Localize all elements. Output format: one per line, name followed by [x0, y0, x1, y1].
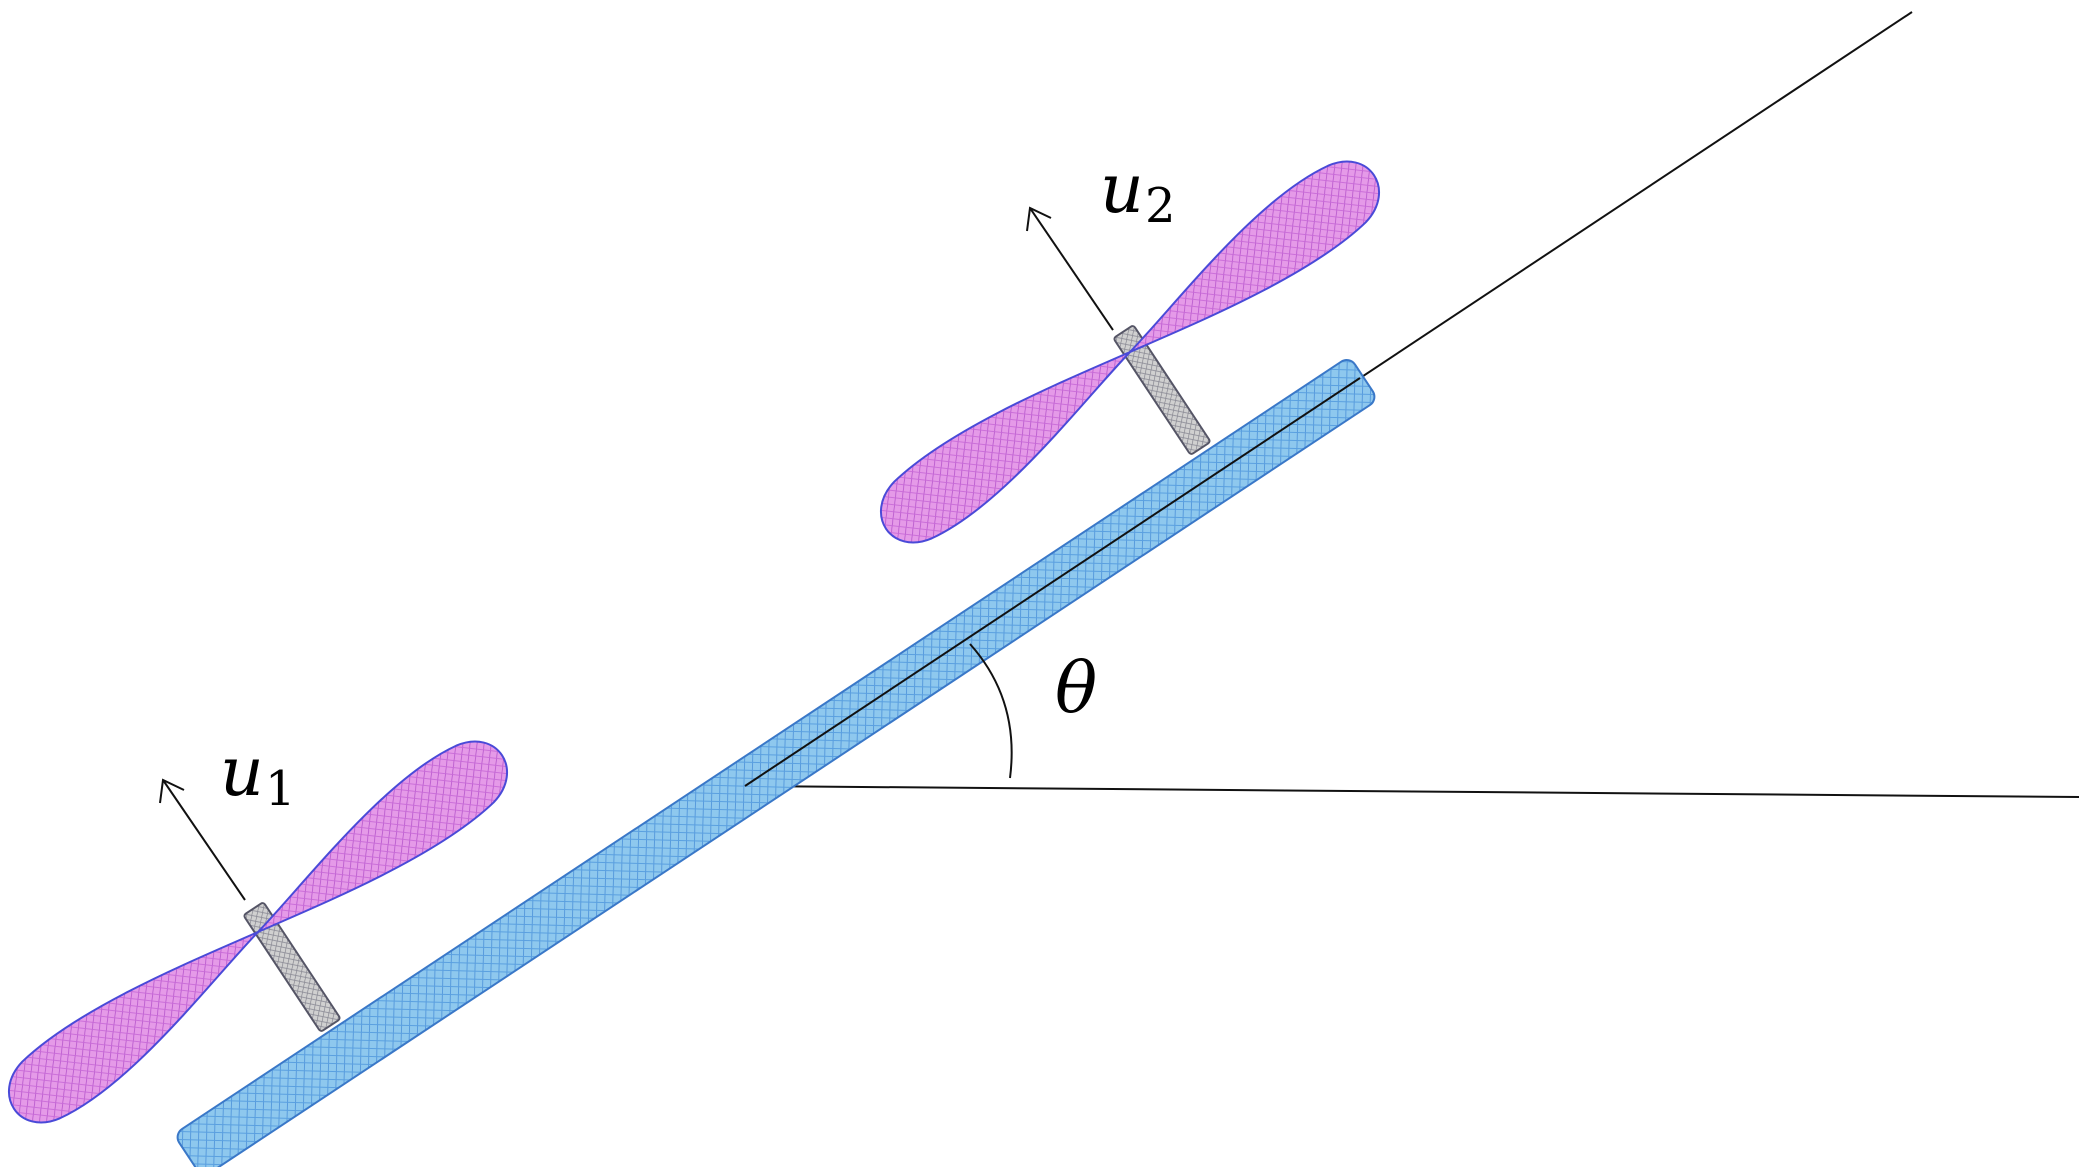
label-u2-subscript: 2 [1145, 178, 1176, 234]
label-u1-base: u [220, 733, 264, 812]
theta-angle-arc [969, 643, 1013, 779]
label-u1: u 1 [220, 733, 296, 817]
body-axis-line-overlay [744, 377, 1361, 787]
quadrotor-body [176, 359, 1376, 1167]
label-u2: u 2 [1100, 150, 1176, 234]
arrow-icon [159, 778, 246, 901]
propeller-icon [880, 160, 1380, 544]
label-u2-base: u [1100, 150, 1144, 229]
label-u1-subscript: 1 [265, 761, 296, 817]
left-rotor [8, 740, 508, 1124]
right-rotor-mast [1113, 325, 1211, 455]
arrow-icon [1026, 206, 1114, 331]
left-rotor-mast [243, 902, 341, 1032]
right-rotor [880, 160, 1380, 544]
propeller-icon [8, 740, 508, 1124]
label-theta: θ [1055, 647, 1097, 729]
horizontal-reference-line [744, 785, 2079, 798]
